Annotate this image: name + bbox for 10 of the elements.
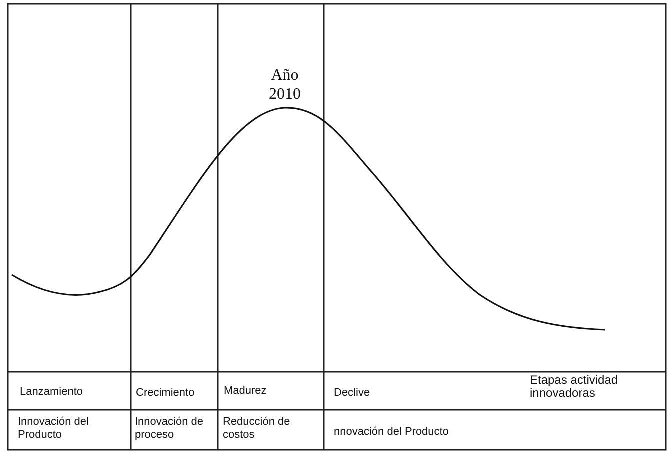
stage-label: Lanzamiento	[20, 386, 84, 399]
row-heading: Etapas actividad innovadoras	[530, 374, 620, 400]
innovation-label: nnovación del Producto	[334, 426, 450, 439]
year-label: Año 2010	[268, 66, 302, 104]
innovation-label: Innovación del Producto	[18, 416, 90, 442]
innovation-label: Innovación de proceso	[135, 416, 204, 442]
stage-label: Madurez	[224, 385, 268, 398]
stage-label: Crecimiento	[136, 387, 196, 400]
stage-label: Declive	[334, 387, 372, 400]
innovation-label: Reducción de costos	[223, 416, 292, 442]
